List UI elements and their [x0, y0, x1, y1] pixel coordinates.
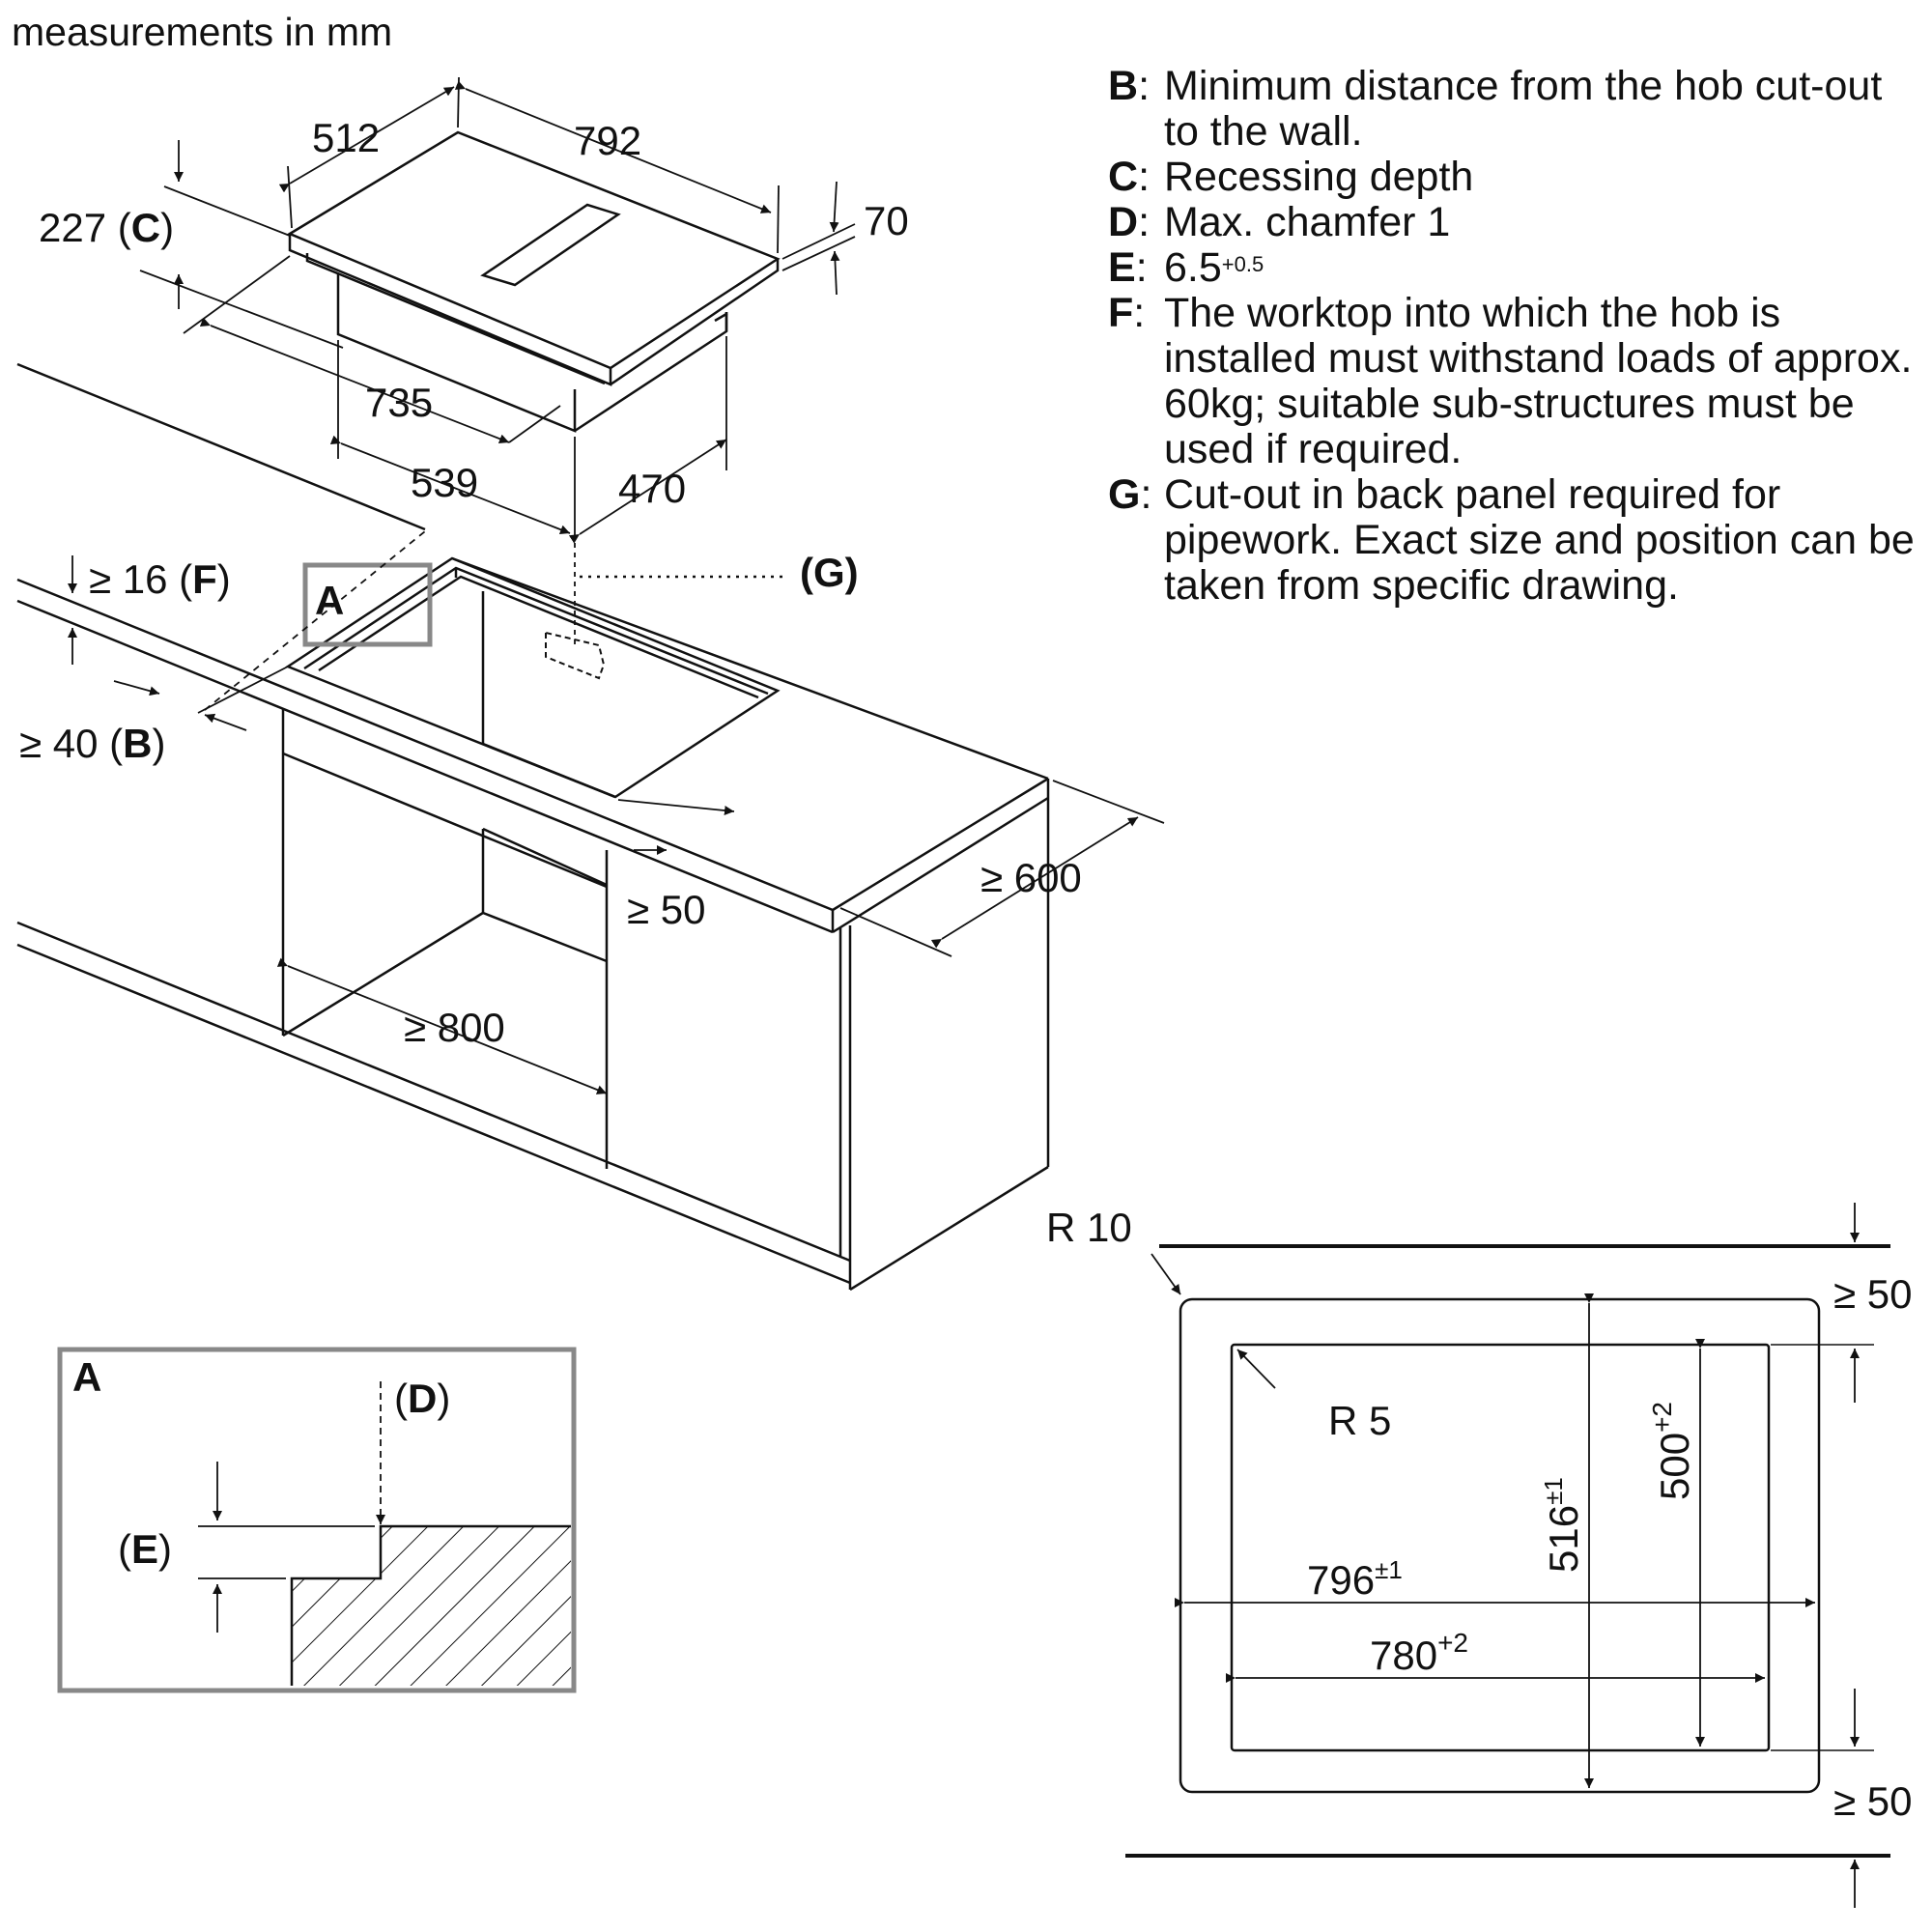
legend-item-c: C: Recessing depth — [1108, 155, 1919, 200]
worktop-dimension-labels: ≥ 16 (F) ≥ 40 (B) (G) A ≥ 600 ≥ 50 ≥ 800 — [19, 550, 1082, 1050]
dim-800: ≥ 800 — [404, 1005, 505, 1050]
hob-dimensions — [139, 76, 856, 645]
label-g: (G) — [800, 550, 859, 595]
legend-text-f: The worktop into which the hob is instal… — [1164, 290, 1913, 472]
dim-227-c: 227 (C) — [39, 205, 174, 250]
legend-key-e: E — [1108, 244, 1136, 291]
legend-key-b: B — [1108, 63, 1139, 109]
label-r5: R 5 — [1328, 1398, 1391, 1443]
legend: B: Minimum distance from the hob cut-out… — [1108, 64, 1919, 609]
legend-text-c: Recessing depth — [1164, 154, 1474, 200]
dim-gap-bottom: ≥ 50 — [1833, 1778, 1912, 1824]
dim-539: 539 — [411, 460, 478, 505]
detail-a-panel: A (D) (E) — [57, 1347, 577, 1693]
cutout-plan — [1125, 1203, 1890, 1908]
dim-792: 792 — [574, 118, 641, 163]
dim-50-side: ≥ 50 — [627, 887, 705, 932]
legend-key-f: F — [1108, 290, 1134, 336]
dim-796: 796±1 — [1307, 1555, 1403, 1603]
label-a-marker: A — [315, 578, 344, 623]
legend-item-b: B: Minimum distance from the hob cut-out… — [1108, 64, 1919, 155]
dim-600: ≥ 600 — [980, 855, 1082, 900]
dim-40-b: ≥ 40 (B) — [19, 721, 165, 766]
dim-16-f: ≥ 16 (F) — [89, 556, 231, 602]
worktop-dimensions — [68, 530, 1165, 1094]
dim-470: 470 — [618, 466, 686, 511]
label-r10: R 10 — [1046, 1205, 1132, 1250]
dim-512: 512 — [312, 115, 380, 160]
legend-text-e: 6.5+0.5 — [1164, 244, 1264, 291]
legend-key-g: G — [1108, 471, 1141, 518]
cutout-labels: R 10 R 5 796±1 780+2 516±1 500+2 ≥ 50 ≥ … — [1046, 1205, 1912, 1824]
legend-item-d: D: Max. chamfer 1 — [1108, 200, 1919, 245]
dim-gap-top: ≥ 50 — [1833, 1271, 1912, 1317]
worktop-drawing — [16, 362, 1050, 1292]
hob-dimension-labels: 512 792 70 227 (C) 735 539 470 — [39, 115, 909, 511]
measurements-caption: measurements in mm — [12, 10, 392, 54]
dim-735: 735 — [365, 380, 433, 425]
detail-a-marker — [302, 562, 433, 647]
dim-516: 516±1 — [1539, 1477, 1586, 1573]
dim-500: 500+2 — [1647, 1402, 1697, 1500]
legend-text-b: Minimum distance from the hob cut-out to… — [1164, 63, 1883, 155]
legend-text-d: Max. chamfer 1 — [1164, 199, 1451, 245]
legend-text-g: Cut-out in back panel required for pipew… — [1164, 471, 1915, 609]
dim-780: 780+2 — [1370, 1628, 1468, 1678]
legend-item-e: E: 6.5+0.5 — [1108, 245, 1919, 291]
legend-key-c: C — [1108, 154, 1139, 200]
legend-item-f: F: The worktop into which the hob is ins… — [1108, 291, 1919, 472]
dim-70: 70 — [864, 198, 909, 243]
label-e: (E) — [118, 1526, 172, 1572]
legend-key-d: D — [1108, 199, 1139, 245]
legend-item-g: G: Cut-out in back panel required for pi… — [1108, 472, 1919, 609]
detail-a-title: A — [72, 1354, 101, 1400]
label-d: (D) — [394, 1376, 450, 1421]
